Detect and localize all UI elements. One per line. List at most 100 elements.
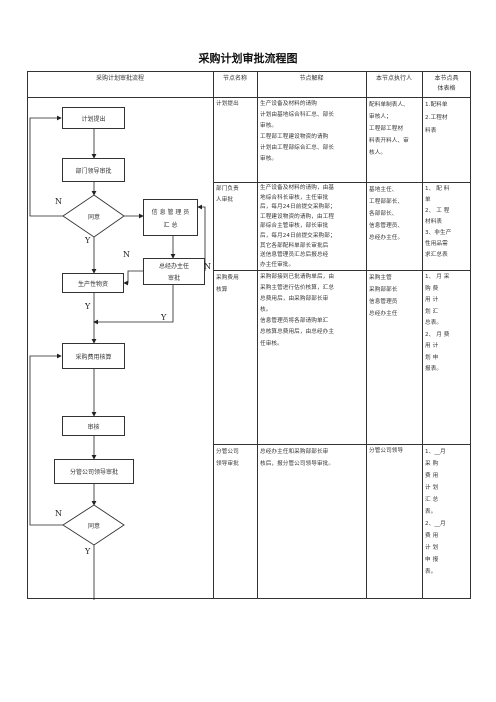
decision-diamond: [62, 194, 125, 238]
cell-text-line: 其它各部配料单部长审批后: [260, 242, 329, 249]
cell-text-line: 总经办主任: [369, 311, 398, 317]
cell-text-line: 2、__月: [425, 521, 446, 527]
cell-text-line: 基地主任、: [369, 187, 398, 193]
info-manager-line2: 汇 总: [163, 221, 178, 229]
cell-text-line: 配料单制表人、: [369, 102, 409, 108]
cell-text-line: 任审核。: [260, 340, 283, 347]
cell-text-line: 信息管理员: [369, 299, 398, 305]
cell-text-line: 核算: [216, 287, 228, 293]
flow-box-production: 生产性物资: [62, 273, 124, 293]
cell-text-line: 计划提出: [216, 101, 239, 107]
cell-text-line: 单: [425, 197, 431, 203]
column-divider: [213, 71, 214, 599]
cell-text-line: 计划由工程部综合汇总、部长: [260, 145, 335, 152]
cell-text-line: 办主任审批。: [260, 261, 295, 268]
header-node-desc: 节点解释: [299, 75, 324, 82]
cell-text-line: 1、__月: [425, 449, 446, 455]
label-yes: Y: [161, 313, 167, 322]
cell-text-line: 采购部接到已批请购单后，由: [260, 274, 335, 280]
cell-text-line: 用 计: [425, 297, 439, 303]
flow-box-gm-approval: 总经办主任 审批: [143, 258, 205, 285]
row-4-forms: 1、__月采 购费 用 计 划汇 总表。 2、__月费 用计 划 申 报表。: [425, 446, 446, 578]
info-manager-line1: 信 息 管 理 员: [151, 208, 190, 216]
row-divider: [213, 182, 471, 183]
cell-text-line: 3、非生产: [425, 230, 452, 236]
column-divider: [422, 71, 423, 599]
header-forms-line1: 本节点具: [434, 75, 459, 82]
cell-text-line: 分管公司领导: [369, 448, 404, 454]
row-1-node-name: 计划提出: [216, 99, 239, 110]
cell-text-line: 工程部部长、: [369, 199, 404, 205]
cell-text-line: 材料表: [425, 219, 443, 225]
label-yes: Y: [85, 547, 91, 556]
row-3-executor: 采购主管采购部部长信息管理员 总经办主任: [369, 272, 397, 320]
cell-text-line: 后，每月24日前提交采购部；: [260, 232, 336, 239]
header-node-name: 节点名称: [222, 75, 247, 82]
cell-text-line: 采 购: [425, 461, 439, 467]
cell-text-line: 1、 配 料: [425, 186, 450, 192]
header-flow: 采购计划审批流程: [95, 75, 144, 82]
cell-text-line: 划 申: [425, 354, 439, 361]
row-divider: [213, 270, 471, 271]
cell-text-line: 料表开料人、审: [369, 138, 409, 144]
header-forms-line2: 体表格: [437, 85, 456, 92]
cell-text-line: 部门负责: [216, 186, 239, 192]
flow-box-cost-check: 采购费用核算: [62, 343, 125, 369]
label-no: N: [55, 197, 62, 206]
cell-text-line: 各部部长、: [369, 211, 398, 217]
cell-text-line: 2.工程材: [425, 115, 448, 121]
cell-text-line: 部综合主管审核，部长审批: [260, 223, 329, 230]
header-divider: [27, 97, 471, 98]
row-divider: [213, 444, 471, 445]
row-3-node-name: 采购费用核算: [216, 272, 239, 296]
column-divider: [366, 71, 367, 599]
cell-text-line: 报表。: [425, 366, 443, 372]
row-4-node-name: 分管公司领导审批: [216, 446, 239, 470]
header-executor: 本节点执行人: [375, 75, 412, 82]
cell-text-line: 申 报: [425, 557, 439, 563]
flow-box-review: 审核: [62, 416, 125, 436]
cell-text-line: 购 费: [425, 285, 439, 292]
cell-text-line: 信息管理员将各部请购单汇: [260, 318, 329, 325]
flow-box-info-manager: 信 息 管 理 员 汇 总: [143, 199, 198, 236]
label-yes: Y: [85, 302, 91, 311]
cell-text-line: 汇 总: [425, 497, 439, 503]
cell-text-line: 生产设备及材料的请购，由基: [260, 185, 335, 191]
cell-text-line: 地综合科长审核，主任审批: [260, 194, 329, 201]
cell-text-line: 2、 月 费: [425, 331, 450, 338]
row-3-forms: 1、 月 采购 费用 计 划 汇总表。2、 月 费 用 计划 申报表。: [425, 272, 450, 376]
cell-text-line: 总经办主任和采购部部长审: [260, 449, 329, 455]
cell-text-line: 2、 工 程: [425, 208, 450, 214]
cell-text-line: 审核人；: [369, 114, 392, 120]
cell-text-line: 信息管理员、: [369, 223, 404, 229]
cell-text-line: 划 汇: [425, 308, 439, 315]
cell-text-line: 采购费用: [216, 275, 239, 281]
cell-text-line: 料表: [425, 128, 437, 134]
cell-text-line: 核。: [260, 307, 272, 314]
cell-text-line: 核后，报分管公司领导审批。: [260, 461, 335, 467]
row-2-node-name: 部门负责人审批: [216, 184, 239, 206]
cell-text-line: 性用品需: [425, 241, 448, 247]
row-3-node-desc: 采购部接到已批请购单后，由采购主管进行估价核算，汇总总费用后，由采购部部长审 核…: [260, 272, 334, 350]
cell-text-line: 生产设备及材料的请购: [260, 101, 317, 107]
cell-text-line: 总核算总费用后，由总经办主: [260, 329, 335, 336]
table-frame: [27, 71, 471, 599]
column-divider: [257, 71, 258, 599]
cell-text-line: 工程部工程建设物资的请购: [260, 134, 329, 141]
cell-text-line: 核人。: [369, 150, 387, 156]
label-yes: Y: [85, 236, 91, 245]
cell-text-line: 工程部工程材: [369, 126, 404, 132]
cell-text-line: 计划由基地综合科汇总、部长: [260, 112, 335, 119]
cell-text-line: 采购部部长: [369, 287, 398, 293]
flow-box-dept-review: 部门领导审批: [62, 158, 125, 182]
cell-text-line: 人审批: [216, 197, 234, 204]
row-4-executor: 分管公司领导: [369, 446, 403, 457]
cell-text-line: 领导审批: [216, 461, 239, 467]
cell-text-line: 表。: [425, 569, 437, 575]
flow-box-branch-approval: 分管公司领导审批: [54, 459, 134, 484]
cell-text-line: 采购主管进行估价核算，汇总: [260, 285, 335, 292]
label-no: N: [123, 250, 130, 259]
cell-text-line: 表。: [425, 509, 437, 515]
row-2-node-desc: 生产设备及材料的请购，由基地综合科长审核，主任审批后，每月24日前提交采购部； …: [260, 184, 336, 270]
